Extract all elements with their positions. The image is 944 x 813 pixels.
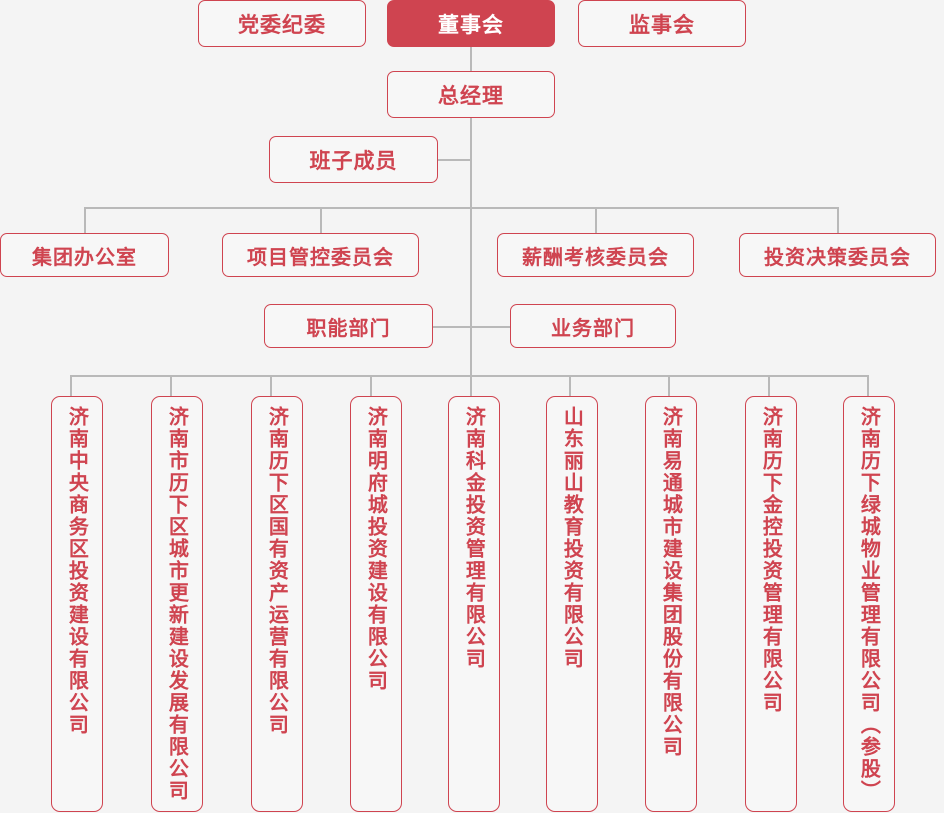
node-board-of-directors[interactable]: 董事会 <box>387 0 555 47</box>
connector-subsidiary-bar <box>70 375 868 377</box>
connector-committee-drop-3 <box>595 207 597 233</box>
node-business-department[interactable]: 业务部门 <box>510 304 676 348</box>
node-project-control-committee[interactable]: 项目管控委员会 <box>222 233 419 277</box>
connector-committee-bar <box>84 207 838 209</box>
connector-functional-dept-stub <box>433 326 471 328</box>
node-label: 济南历下绿城物业管理有限公司（参股） <box>857 406 882 802</box>
node-label: 业务部门 <box>551 315 635 340</box>
node-general-manager[interactable]: 总经理 <box>387 71 555 118</box>
node-subsidiary-lixia-state-assets[interactable]: 济南历下区国有资产运营有限公司 <box>251 396 303 812</box>
node-subsidiary-yitong-urban-construction[interactable]: 济南易通城市建设集团股份有限公司 <box>645 396 697 812</box>
node-group-office[interactable]: 集团办公室 <box>0 233 169 277</box>
connector-subsidiary-drop-7 <box>668 375 670 396</box>
node-label: 职能部门 <box>306 315 391 340</box>
connector-subsidiary-drop-6 <box>569 375 571 396</box>
node-board-of-supervisors[interactable]: 监事会 <box>578 0 746 47</box>
node-label: 集团办公室 <box>32 244 137 269</box>
node-leadership-team[interactable]: 班子成员 <box>269 136 438 183</box>
connector-committee-drop-1 <box>84 207 86 233</box>
node-subsidiary-lixia-greentown-property[interactable]: 济南历下绿城物业管理有限公司（参股） <box>843 396 895 812</box>
connector-members-stub <box>437 159 471 161</box>
node-label: 济南易通城市建设集团股份有限公司 <box>659 406 684 758</box>
node-label: 党委纪委 <box>238 12 326 37</box>
node-subsidiary-lixia-urban-renewal[interactable]: 济南市历下区城市更新建设发展有限公司 <box>151 396 203 812</box>
connector-spine-to-departments <box>470 207 472 375</box>
node-label: 济南历下金控投资管理有限公司 <box>759 406 784 714</box>
node-subsidiary-kejin-investment[interactable]: 济南科金投资管理有限公司 <box>448 396 500 812</box>
node-label: 监事会 <box>629 12 695 37</box>
node-label: 济南市历下区城市更新建设发展有限公司 <box>165 406 190 802</box>
node-label: 济南科金投资管理有限公司 <box>462 406 487 670</box>
connector-subsidiary-drop-3 <box>270 375 272 396</box>
node-label: 济南明府城投资建设有限公司 <box>364 406 389 692</box>
connector-subsidiary-drop-9 <box>867 375 869 396</box>
connector-subsidiary-drop-5 <box>470 375 472 396</box>
node-label: 投资决策委员会 <box>764 244 911 269</box>
node-label: 薪酬考核委员会 <box>522 244 669 269</box>
connector-subsidiary-drop-2 <box>170 375 172 396</box>
node-subsidiary-cbd-investment[interactable]: 济南中央商务区投资建设有限公司 <box>51 396 103 812</box>
connector-subsidiary-drop-8 <box>768 375 770 396</box>
connector-board-to-gm <box>470 46 472 72</box>
connector-gm-spine <box>470 117 472 209</box>
node-investment-decision-committee[interactable]: 投资决策委员会 <box>739 233 936 277</box>
node-label: 总经理 <box>438 83 504 108</box>
node-label: 项目管控委员会 <box>247 244 394 269</box>
node-label: 班子成员 <box>309 148 398 173</box>
node-subsidiary-mingfucheng-investment[interactable]: 济南明府城投资建设有限公司 <box>350 396 402 812</box>
connector-subsidiary-drop-4 <box>370 375 372 396</box>
node-label: 董事会 <box>438 12 504 37</box>
connector-business-dept-stub <box>470 326 510 328</box>
node-label: 济南历下区国有资产运营有限公司 <box>265 406 290 736</box>
node-label: 济南中央商务区投资建设有限公司 <box>65 406 90 736</box>
node-compensation-review-committee[interactable]: 薪酬考核委员会 <box>497 233 694 277</box>
connector-committee-drop-2 <box>320 207 322 233</box>
node-label: 山东丽山教育投资有限公司 <box>560 406 585 670</box>
node-subsidiary-lishan-education[interactable]: 山东丽山教育投资有限公司 <box>546 396 598 812</box>
node-subsidiary-lixia-jinkong-investment[interactable]: 济南历下金控投资管理有限公司 <box>745 396 797 812</box>
node-party-discipline-committee[interactable]: 党委纪委 <box>198 0 366 47</box>
connector-committee-drop-4 <box>837 207 839 233</box>
connector-subsidiary-drop-1 <box>70 375 72 396</box>
node-functional-department[interactable]: 职能部门 <box>264 304 433 348</box>
